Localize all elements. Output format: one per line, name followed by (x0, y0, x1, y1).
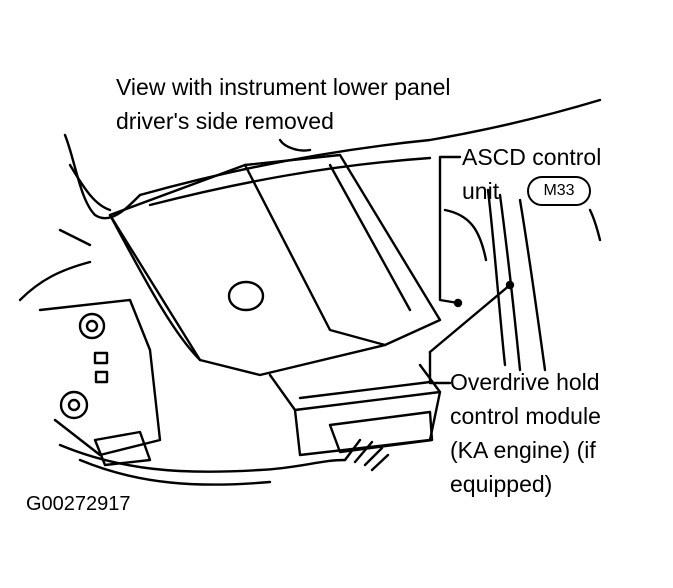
dash-top-edge-inner (148, 156, 432, 207)
overdrive-label-line-3: (KA engine) (if (450, 437, 596, 463)
bolt-lower-inner (67, 398, 81, 412)
caption-line-1: View with instrument lower panel (116, 74, 451, 100)
left-panel (38, 298, 162, 457)
ascd-label-line-2: unit (462, 178, 500, 204)
overdrive-label-line-1: Overdrive hold (450, 369, 600, 395)
connector-badge: M33 (527, 176, 591, 206)
dash-edge-tick (278, 138, 312, 152)
column-outline-lower (68, 163, 112, 212)
pillar-line-1 (486, 188, 507, 367)
bolt-lower (59, 390, 89, 420)
figure-id: G00272917 (26, 493, 131, 515)
right-edge-tick (588, 208, 602, 242)
ascd-housing-face (243, 163, 387, 347)
overdrive-label-line-2: control module (450, 403, 601, 429)
bracket-inner (298, 380, 432, 400)
ascd-bolt-hole (227, 280, 265, 312)
od-leader (428, 350, 452, 385)
od-leader-dot (505, 280, 515, 290)
ascd-leader (438, 155, 462, 305)
bolt-upper-inner (85, 319, 99, 333)
ascd-housing-outline (108, 153, 442, 377)
od-module-face (328, 410, 434, 454)
harness-lower (58, 443, 347, 473)
small-clip-2 (94, 370, 109, 384)
small-clip-1 (93, 351, 109, 365)
harness-hand (343, 438, 390, 472)
ascd-housing-bottom (108, 213, 202, 362)
ascd-housing-side (328, 163, 412, 312)
bracket (268, 363, 442, 412)
pillar-line-3 (518, 198, 547, 372)
bolt-upper (78, 312, 106, 340)
overdrive-label-line-4: equipped) (450, 471, 553, 497)
caption-line-2: driver's side removed (116, 108, 334, 134)
od-module-outline (293, 390, 442, 457)
left-curve (18, 260, 92, 302)
ascd-leader-dot (453, 298, 463, 308)
harness-lower-2 (78, 458, 272, 486)
pillar-right-curve (443, 208, 488, 262)
ascd-label-line-1: ASCD control (462, 144, 602, 170)
left-edge (58, 228, 92, 247)
lower-left-block (93, 430, 152, 467)
od-leader-2 (428, 283, 512, 354)
